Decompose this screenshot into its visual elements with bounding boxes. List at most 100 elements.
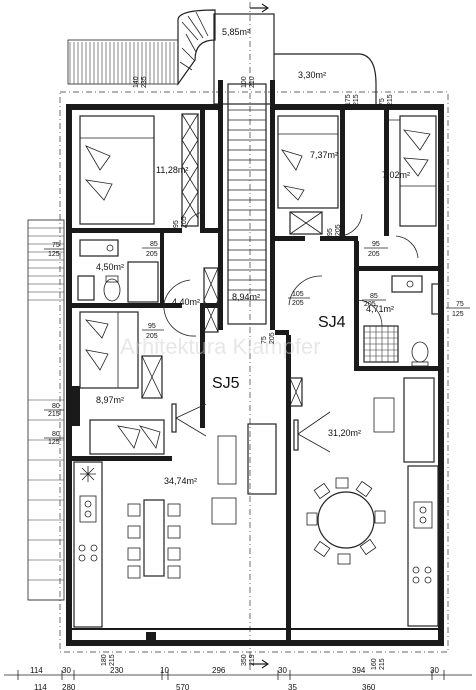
svg-text:75: 75 xyxy=(456,301,464,308)
svg-text:180: 180 xyxy=(101,654,108,666)
svg-text:95: 95 xyxy=(327,228,334,236)
door-dim-4: 75 215 xyxy=(379,94,394,106)
svg-text:205: 205 xyxy=(181,216,188,228)
svg-text:114: 114 xyxy=(34,683,47,690)
svg-text:350: 350 xyxy=(241,654,248,666)
tv-unit-right xyxy=(289,377,331,453)
bed-1 xyxy=(79,115,155,225)
door-dim-7: 75 125 xyxy=(44,242,64,258)
room-bedroom-2-area: 7,37m² xyxy=(310,150,338,160)
room-hall-1-area: 4,40m² xyxy=(172,297,200,307)
door-dim-3: 175 215 xyxy=(345,94,360,106)
top-ramp xyxy=(67,39,179,85)
door-dim-17: 180 215 xyxy=(101,654,116,666)
door-dim-2: 100 210 xyxy=(241,76,256,88)
wardrobe-4 xyxy=(141,355,163,399)
bed-4b xyxy=(89,419,165,455)
svg-text:30: 30 xyxy=(278,666,287,675)
door-dim-8: 85 205 xyxy=(142,241,164,258)
svg-text:114: 114 xyxy=(30,666,43,675)
section-arrow-top xyxy=(250,3,270,13)
svg-text:570: 570 xyxy=(176,683,190,690)
room-living-1-area: 34,74m² xyxy=(164,476,197,486)
svg-text:30: 30 xyxy=(62,666,71,675)
svg-text:215: 215 xyxy=(353,94,360,106)
svg-text:219: 219 xyxy=(249,654,256,666)
svg-text:394: 394 xyxy=(352,666,366,675)
room-bath-1-area: 4,50m² xyxy=(96,262,124,272)
kitchen-right xyxy=(407,465,439,627)
svg-text:210: 210 xyxy=(249,76,256,88)
dining-table-right xyxy=(306,477,386,565)
svg-text:125: 125 xyxy=(48,439,60,446)
door-dim-5: 95 205 xyxy=(173,216,188,228)
door-dim-12: 85 205 xyxy=(362,293,386,308)
door-swing-3 xyxy=(395,235,419,259)
svg-text:280: 280 xyxy=(62,683,76,690)
left-ramp-hatch xyxy=(28,227,64,601)
central-stair xyxy=(218,80,275,330)
svg-text:95: 95 xyxy=(372,241,380,248)
unit-sj4-label: SJ4 xyxy=(318,314,346,331)
svg-text:30: 30 xyxy=(430,666,439,675)
sofa-left xyxy=(211,423,277,525)
svg-text:235: 235 xyxy=(141,76,148,88)
room-bath-2-area: 4,71m² xyxy=(366,304,394,314)
svg-text:10: 10 xyxy=(160,666,169,675)
hall1-closet xyxy=(203,267,219,333)
room-bedroom-3-area: 7,02m² xyxy=(382,170,410,180)
svg-text:125: 125 xyxy=(48,251,60,258)
door-dim-19: 160 215 xyxy=(371,658,386,670)
svg-text:160: 160 xyxy=(371,658,378,670)
svg-text:205: 205 xyxy=(269,332,276,344)
room-terrace-area: 3,30m² xyxy=(298,70,326,80)
bed-3 xyxy=(399,115,437,227)
room-bedroom-4-area: 8,97m² xyxy=(96,395,124,405)
interior-walls-left xyxy=(72,110,218,461)
svg-text:105: 105 xyxy=(292,291,304,298)
room-bedroom-1-area: 11,28m² xyxy=(156,165,188,175)
door-dim-15: 80 215 xyxy=(44,403,64,418)
bath-1-fixtures xyxy=(77,239,159,303)
svg-text:75: 75 xyxy=(261,336,268,344)
door-dim-18: 350 219 xyxy=(241,654,256,666)
svg-text:205: 205 xyxy=(292,300,304,307)
bath-2-fixtures xyxy=(363,275,441,367)
svg-text:215: 215 xyxy=(387,94,394,106)
bed3-nightstand xyxy=(386,119,401,130)
unit-sj5-label: SJ5 xyxy=(212,375,240,392)
wardrobe-1 xyxy=(181,113,199,227)
svg-text:205: 205 xyxy=(146,333,158,340)
door-dim-1: 140 235 xyxy=(133,76,148,88)
tv-unit-left xyxy=(171,403,207,437)
bottom-dimension-line-2: 114 280 570 35 360 xyxy=(34,683,376,690)
room-stairwell-top-area: 5,85m² xyxy=(222,27,250,37)
door-dim-14: 95 205 xyxy=(142,323,164,340)
svg-text:215: 215 xyxy=(379,658,386,670)
interior-walls-right xyxy=(275,110,438,645)
svg-text:125: 125 xyxy=(452,311,464,318)
dining-table-left xyxy=(127,499,181,579)
bottom-dimension-line: 114 30 230 10 296 30 394 30 xyxy=(4,666,472,680)
svg-text:205: 205 xyxy=(368,251,380,258)
door-dim-9: 95 205 xyxy=(364,241,388,258)
section-arrow-bottom xyxy=(250,659,270,669)
door-swing-6 xyxy=(288,275,323,306)
room-stair-hall-area: 8,94m² xyxy=(232,292,260,302)
door-dim-16: 80 125 xyxy=(44,431,64,446)
svg-text:296: 296 xyxy=(212,666,226,675)
outer-perimeter xyxy=(59,91,449,653)
svg-text:215: 215 xyxy=(109,654,116,666)
svg-text:80: 80 xyxy=(52,403,60,410)
door-dim-10: 105 205 xyxy=(288,291,310,307)
bed-2 xyxy=(277,115,339,209)
spiral-stair xyxy=(177,9,216,86)
svg-text:175: 175 xyxy=(345,94,352,106)
wardrobe-2 xyxy=(289,211,323,235)
svg-text:95: 95 xyxy=(148,323,156,330)
svg-text:85: 85 xyxy=(370,293,378,300)
svg-text:230: 230 xyxy=(110,666,124,675)
svg-text:75: 75 xyxy=(379,98,386,106)
door-dim-13: 75 125 xyxy=(446,301,470,318)
